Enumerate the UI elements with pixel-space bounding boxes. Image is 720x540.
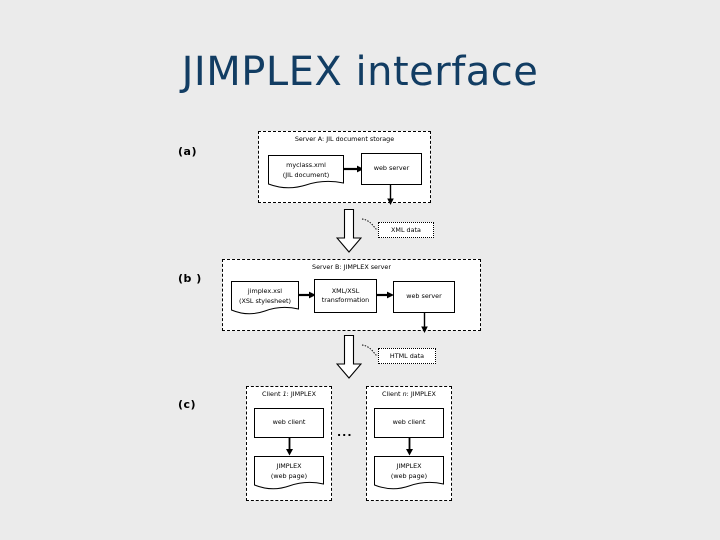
callout-html-data: HTML data — [378, 348, 436, 364]
node-jimplex-webpage-1-line1: JIMPLEX — [276, 462, 302, 471]
node-web-client-n-label: web client — [392, 418, 426, 427]
node-myclass-xml[interactable]: myclass.xml (JIL document) — [268, 155, 344, 191]
node-jimplex-webpage-1[interactable]: JIMPLEX (web page) — [254, 456, 324, 492]
arrow-client-n-to-page — [405, 438, 414, 456]
node-transform-line2: transformation — [321, 296, 370, 304]
node-xml-xsl-transformation[interactable]: XML/XSL transformation — [314, 279, 377, 313]
leader-line-html-data — [361, 344, 384, 358]
node-jimplex-xsl[interactable]: jimplex.xsl (XSL stylesheet) — [231, 281, 299, 317]
section-label-b: (b ) — [178, 272, 202, 285]
client-n-title: Client n: JIMPLEX — [382, 390, 436, 398]
section-label-c: (c) — [178, 398, 197, 411]
arrow-xsl-to-transform — [299, 291, 316, 299]
arrow-webserver-b-out — [420, 313, 429, 334]
node-web-client-1-label: web client — [272, 418, 306, 427]
node-jimplex-webpage-n-line1: JIMPLEX — [396, 462, 422, 471]
node-jimplex-xsl-line2: (XSL stylesheet) — [238, 296, 292, 305]
node-jimplex-webpage-n[interactable]: JIMPLEX (web page) — [374, 456, 444, 492]
node-web-server-b[interactable]: web server — [393, 281, 455, 313]
node-jimplex-webpage-n-line2: (web page) — [390, 471, 428, 480]
server-a-title: Server A: JIL document storage — [294, 135, 395, 143]
node-myclass-xml-line1: myclass.xml — [286, 161, 326, 170]
node-myclass-xml-line2: (JIL document) — [282, 170, 330, 179]
node-jimplex-webpage-1-line2: (web page) — [270, 471, 308, 480]
clients-ellipsis: ... — [337, 426, 353, 439]
node-transform-line1: XML/XSL — [331, 286, 360, 295]
section-label-a: (a) — [178, 145, 197, 158]
arrow-client-1-to-page — [285, 438, 294, 456]
node-web-server-b-label: web server — [406, 292, 442, 301]
client-1-title: Client 1: JIMPLEX — [262, 390, 316, 398]
server-b-title: Server B: JIMPLEX server — [312, 263, 391, 271]
node-web-server-a-label: web server — [373, 164, 410, 173]
page-title: JIMPLEX interface — [181, 49, 539, 95]
node-web-client-n[interactable]: web client — [374, 408, 444, 438]
node-jimplex-xsl-line1: jimplex.xsl — [247, 287, 283, 296]
callout-xml-data: XML data — [378, 222, 434, 238]
flow-arrow-xml-data — [336, 209, 362, 253]
arrow-doc-to-webserver-a — [344, 165, 364, 173]
arrow-transform-to-webserver-b — [377, 291, 394, 299]
arrow-webserver-a-out — [386, 185, 395, 206]
flow-arrow-html-data — [336, 335, 362, 379]
node-web-server-a[interactable]: web server — [361, 153, 422, 185]
node-web-client-1[interactable]: web client — [254, 408, 324, 438]
leader-line-xml-data — [361, 218, 384, 232]
